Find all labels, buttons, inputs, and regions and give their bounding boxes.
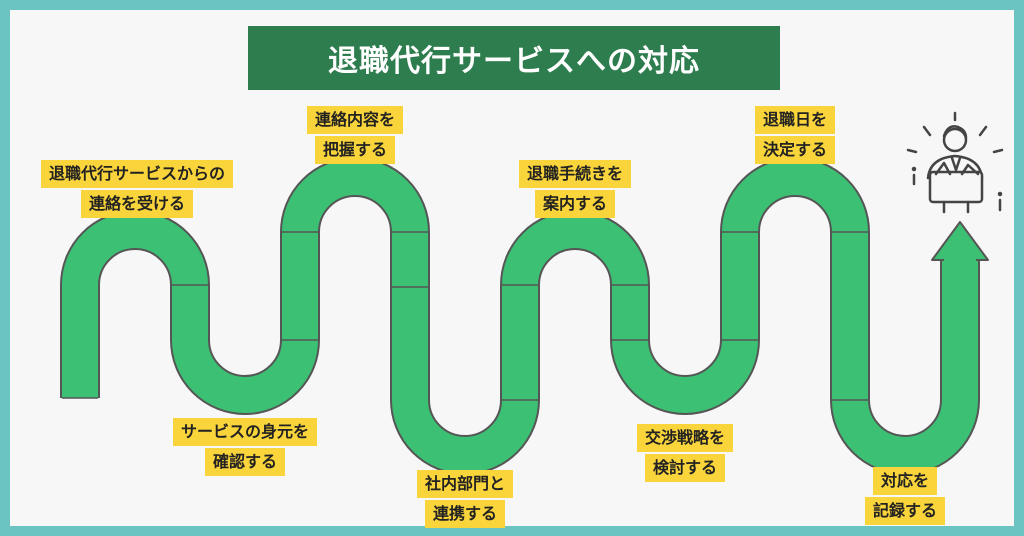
step-label-5: 退職手続きを 案内する	[518, 160, 632, 220]
step-label-6: 交渉戦略を 検討する	[636, 424, 734, 484]
page-title: 退職代行サービスへの対応	[328, 44, 700, 79]
step-label-8: 対応を 記録する	[864, 467, 946, 527]
step-label-line: サービスの身元を	[172, 418, 318, 446]
path-segment-dividers	[62, 231, 868, 401]
manager-with-box-icon	[906, 111, 1004, 214]
step-label-line: 把握する	[314, 136, 396, 164]
step-label-line: 決定する	[754, 136, 836, 164]
title-banner: 退職代行サービスへの対応	[248, 26, 780, 90]
step-label-line: 退職代行サービスからの	[40, 160, 234, 188]
step-label-line: 連絡を受ける	[80, 190, 194, 218]
step-label-4: 社内部門と 連携する	[416, 470, 514, 530]
step-label-1: 退職代行サービスからの 連絡を受ける	[40, 160, 234, 220]
step-label-line: 退職手続きを	[518, 160, 632, 188]
step-label-line: 記録する	[864, 497, 946, 525]
step-label-line: 交渉戦略を	[636, 424, 734, 452]
step-label-line: 確認する	[204, 448, 286, 476]
step-label-7: 退職日を 決定する	[754, 106, 836, 166]
step-label-line: 検討する	[644, 454, 726, 482]
step-label-line: 案内する	[534, 190, 616, 218]
step-label-3: 連絡内容を 把握する	[306, 106, 404, 166]
step-label-line: 対応を	[872, 467, 938, 495]
step-label-line: 連携する	[424, 500, 506, 528]
arrow-up-icon	[931, 221, 989, 261]
step-label-line: 連絡内容を	[306, 106, 404, 134]
step-label-2: サービスの身元を 確認する	[172, 418, 318, 478]
winding-path	[62, 159, 978, 473]
step-label-line: 退職日を	[754, 106, 836, 134]
step-label-line: 社内部門と	[416, 470, 514, 498]
